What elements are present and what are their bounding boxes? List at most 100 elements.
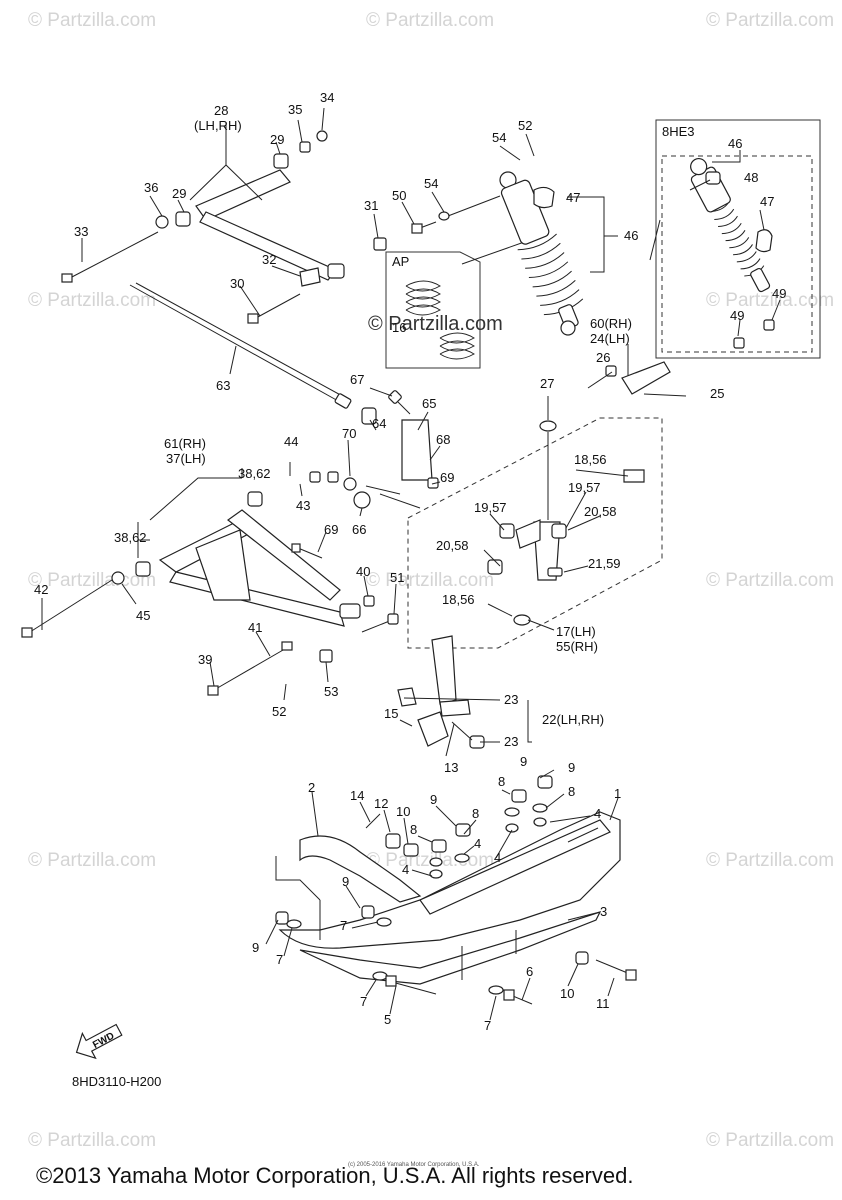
callout-26: 26 bbox=[596, 350, 610, 365]
callout-68: 68 bbox=[436, 432, 450, 447]
callout-28: 28 bbox=[214, 103, 228, 118]
callout-10: 10 bbox=[396, 804, 410, 819]
callout-54: 54 bbox=[424, 176, 438, 191]
callout-40: 40 bbox=[356, 564, 370, 579]
watermark-layer: © Partzilla.com © Partzilla.com © Partzi… bbox=[28, 10, 834, 1151]
callout-49: 49 bbox=[730, 308, 744, 323]
upper-a-arm bbox=[61, 122, 501, 324]
callout-4: 4 bbox=[494, 850, 501, 865]
spindle-group-box bbox=[407, 417, 663, 649]
callout-36: 36 bbox=[144, 180, 158, 195]
callout-4: 4 bbox=[594, 806, 601, 821]
callout-7: 7 bbox=[340, 918, 347, 933]
bracket-assembly bbox=[291, 390, 439, 633]
callout-52: 52 bbox=[272, 704, 286, 719]
callout-55: 55(RH) bbox=[556, 639, 598, 654]
callout-37: 37(LH) bbox=[166, 451, 206, 466]
callout-39: 39 bbox=[198, 652, 212, 667]
callout-41: 41 bbox=[248, 620, 262, 635]
watermark-text: © Partzilla.com bbox=[366, 570, 494, 591]
callout-54: 54 bbox=[492, 130, 506, 145]
callout-61: 61(RH) bbox=[164, 436, 206, 451]
callout-9: 9 bbox=[520, 754, 527, 769]
callout-20-58: 20,58 bbox=[584, 504, 617, 519]
ski-spindle bbox=[487, 361, 687, 626]
callout-60: 60(RH) bbox=[590, 316, 632, 331]
ski-assembly bbox=[275, 635, 637, 1005]
callout-5: 5 bbox=[384, 1012, 391, 1027]
callout-67: 67 bbox=[350, 372, 364, 387]
callout-11: 11 bbox=[596, 996, 610, 1011]
watermark-text: © Partzilla.com bbox=[706, 10, 834, 31]
callout-19-57: 19,57 bbox=[568, 480, 601, 495]
callout-21-59: 21,59 bbox=[588, 556, 621, 571]
callout-23: 23 bbox=[504, 692, 518, 707]
callout-30: 30 bbox=[230, 276, 244, 291]
callout-7: 7 bbox=[360, 994, 367, 1009]
callout-3: 3 bbox=[600, 904, 607, 919]
callout-65: 65 bbox=[422, 396, 436, 411]
callout-38-62: 38,62 bbox=[238, 466, 271, 481]
callout-32: 32 bbox=[262, 252, 276, 267]
callout-34: 34 bbox=[320, 90, 334, 105]
callout-18-56: 18,56 bbox=[574, 452, 607, 467]
callout-9: 9 bbox=[430, 792, 437, 807]
callout-9: 9 bbox=[252, 940, 259, 955]
inset-8he3: 8HE3 bbox=[655, 119, 821, 359]
rear-shock-absorber bbox=[499, 171, 618, 336]
callout-47: 47 bbox=[566, 190, 580, 205]
callout-29: 29 bbox=[270, 132, 284, 147]
lower-a-arm bbox=[21, 468, 361, 696]
callout-8: 8 bbox=[472, 806, 479, 821]
fwd-arrow-icon: FWD bbox=[75, 1023, 123, 1060]
watermark-text: © Partzilla.com bbox=[706, 570, 834, 591]
callout-17: 17(LH) bbox=[556, 624, 596, 639]
callout-19-57: 19,57 bbox=[474, 500, 507, 515]
fwd-label: FWD bbox=[91, 1031, 116, 1051]
callout-31: 31 bbox=[364, 198, 378, 213]
callout-14: 14 bbox=[350, 788, 364, 803]
callout-44: 44 bbox=[284, 434, 298, 449]
callout-45: 45 bbox=[136, 608, 150, 623]
callout-12: 12 bbox=[374, 796, 388, 811]
callout-8: 8 bbox=[568, 784, 575, 799]
small-copyright: (c) 2005-2016 Yamaha Motor Corporation, … bbox=[348, 1162, 480, 1168]
copyright-notice: ©2013 Yamaha Motor Corporation, U.S.A. A… bbox=[36, 1163, 634, 1188]
callout-8: 8 bbox=[410, 822, 417, 837]
callout-53: 53 bbox=[324, 684, 338, 699]
callout-20-58: 20,58 bbox=[436, 538, 469, 553]
callout-10: 10 bbox=[560, 986, 574, 1001]
callout-4: 4 bbox=[402, 862, 409, 877]
callout-69: 69 bbox=[324, 522, 338, 537]
callout-18-56: 18,56 bbox=[442, 592, 475, 607]
callout-51: 51 bbox=[390, 570, 404, 585]
callout-7: 7 bbox=[484, 1018, 491, 1033]
leader-lines bbox=[41, 107, 781, 1021]
watermark-text: © Partzilla.com bbox=[28, 850, 156, 871]
callout-35: 35 bbox=[288, 102, 302, 117]
stabilizer-rod bbox=[129, 282, 352, 409]
callout-28-sub: (LH,RH) bbox=[194, 118, 242, 133]
callout-23: 23 bbox=[504, 734, 518, 749]
diagram-code: 8HD3110-H200 bbox=[72, 1074, 161, 1089]
watermark-text: © Partzilla.com bbox=[28, 10, 156, 31]
callout-24: 24(LH) bbox=[590, 331, 630, 346]
inset-ap: AP bbox=[385, 239, 531, 369]
callout-8: 8 bbox=[498, 774, 505, 789]
callout-13: 13 bbox=[444, 760, 458, 775]
callout-64: 64 bbox=[372, 416, 386, 431]
callout-7: 7 bbox=[276, 952, 283, 967]
callout-29: 29 bbox=[172, 186, 186, 201]
callout-63: 63 bbox=[216, 378, 230, 393]
callout-69: 69 bbox=[440, 470, 454, 485]
watermark-text: © Partzilla.com bbox=[706, 850, 834, 871]
callout-50: 50 bbox=[392, 188, 406, 203]
watermark-text: © Partzilla.com bbox=[706, 1130, 834, 1151]
callout-labels: 28 (LH,RH) 35 34 29 29 36 33 31 50 54 54… bbox=[34, 90, 786, 1033]
callout-15: 15 bbox=[384, 706, 398, 721]
watermark-text: © Partzilla.com bbox=[28, 570, 156, 591]
callout-49: 49 bbox=[772, 286, 786, 301]
callout-66: 66 bbox=[352, 522, 366, 537]
callout-1: 1 bbox=[614, 786, 621, 801]
